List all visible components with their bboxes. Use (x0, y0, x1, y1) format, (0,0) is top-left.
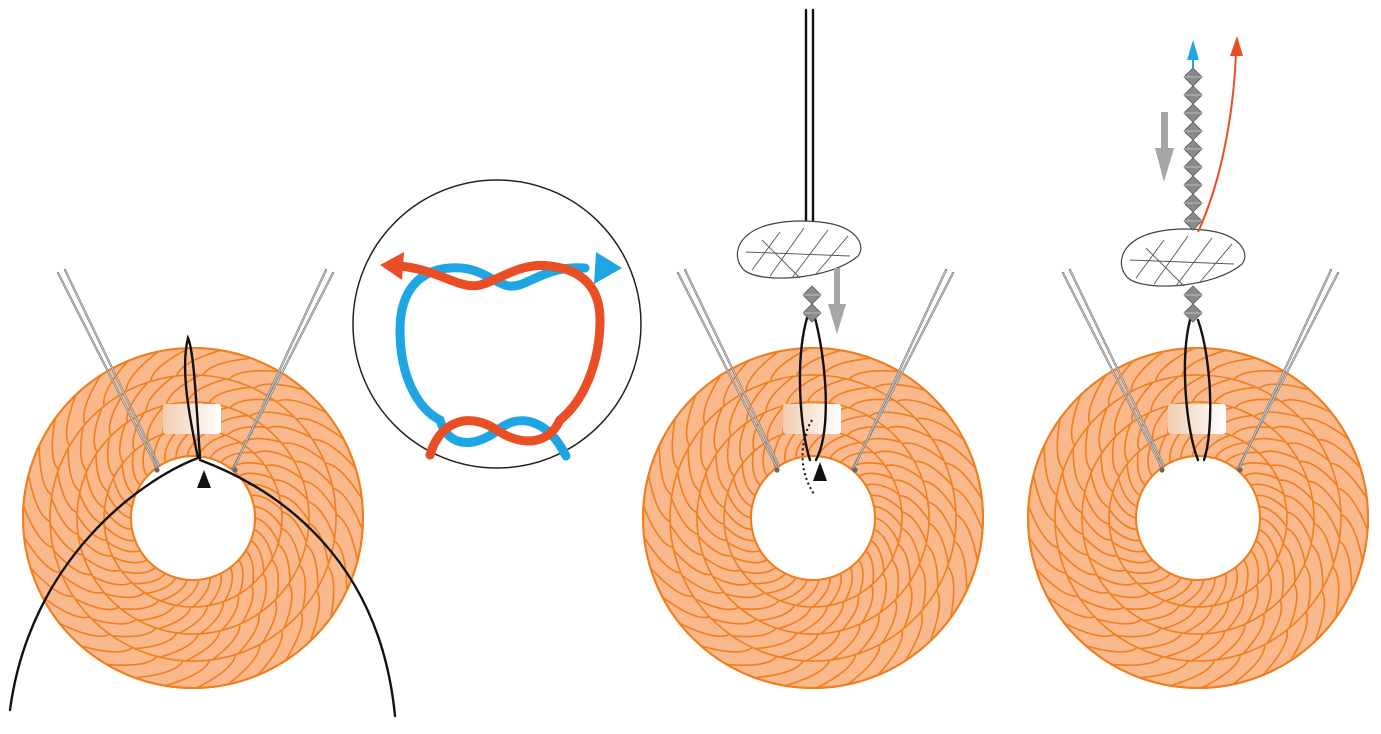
panel-4 (1028, 36, 1368, 688)
ring-hole (131, 456, 255, 580)
down-arrow (828, 268, 846, 334)
red-up-arrow (1198, 36, 1243, 232)
down-arrow (1155, 112, 1174, 182)
tape-patch (1168, 404, 1226, 434)
coiled-ring (643, 348, 983, 688)
coiled-ring (23, 348, 363, 688)
crystal-stack (803, 286, 821, 322)
wing-bead (737, 221, 860, 278)
tape-patch (783, 404, 841, 434)
panel-1 (10, 338, 395, 716)
crystal-stack-lower (1184, 286, 1202, 322)
ring-hole (1136, 456, 1260, 580)
blue-up-arrow (1187, 40, 1199, 68)
bead-shape (737, 221, 860, 278)
panel-2 (353, 180, 641, 468)
bead-shape (1121, 229, 1244, 286)
crystal-stack (1184, 68, 1202, 230)
ring-hole (751, 456, 875, 580)
wing-bead (1121, 229, 1244, 286)
panel-3 (643, 10, 983, 688)
coiled-ring (1028, 348, 1368, 688)
